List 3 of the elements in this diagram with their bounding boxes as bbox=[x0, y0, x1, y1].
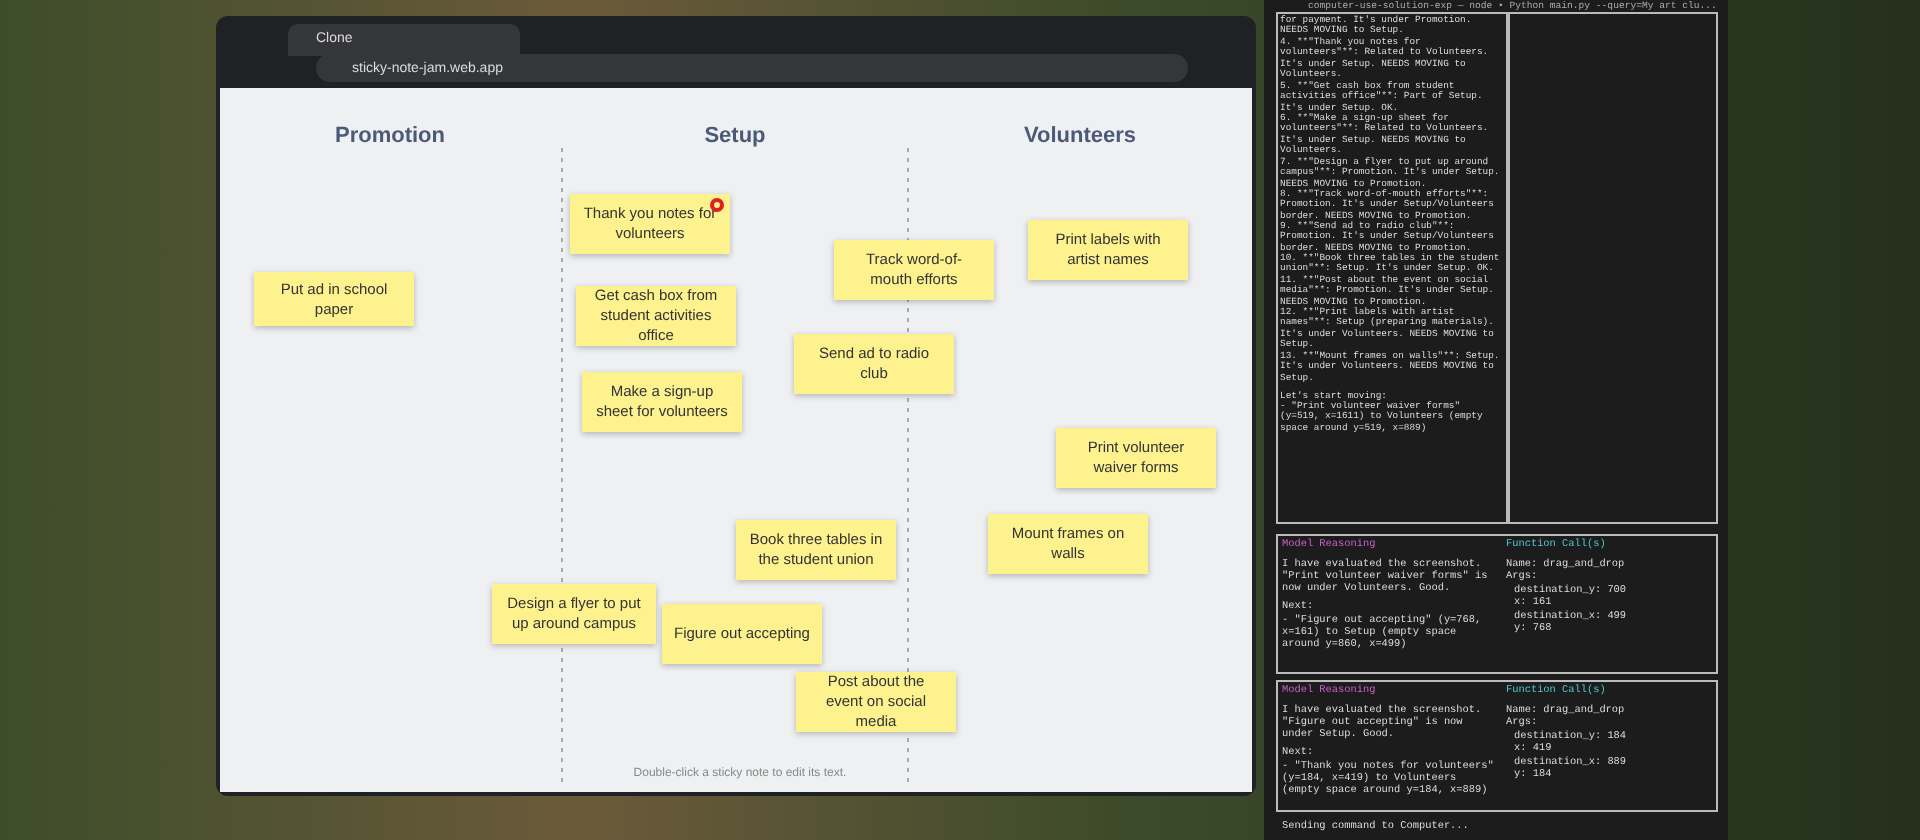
column-heading: Setup bbox=[702, 124, 768, 150]
column-heading: Promotion bbox=[333, 124, 447, 150]
column-heading: Volunteers bbox=[1021, 124, 1139, 150]
